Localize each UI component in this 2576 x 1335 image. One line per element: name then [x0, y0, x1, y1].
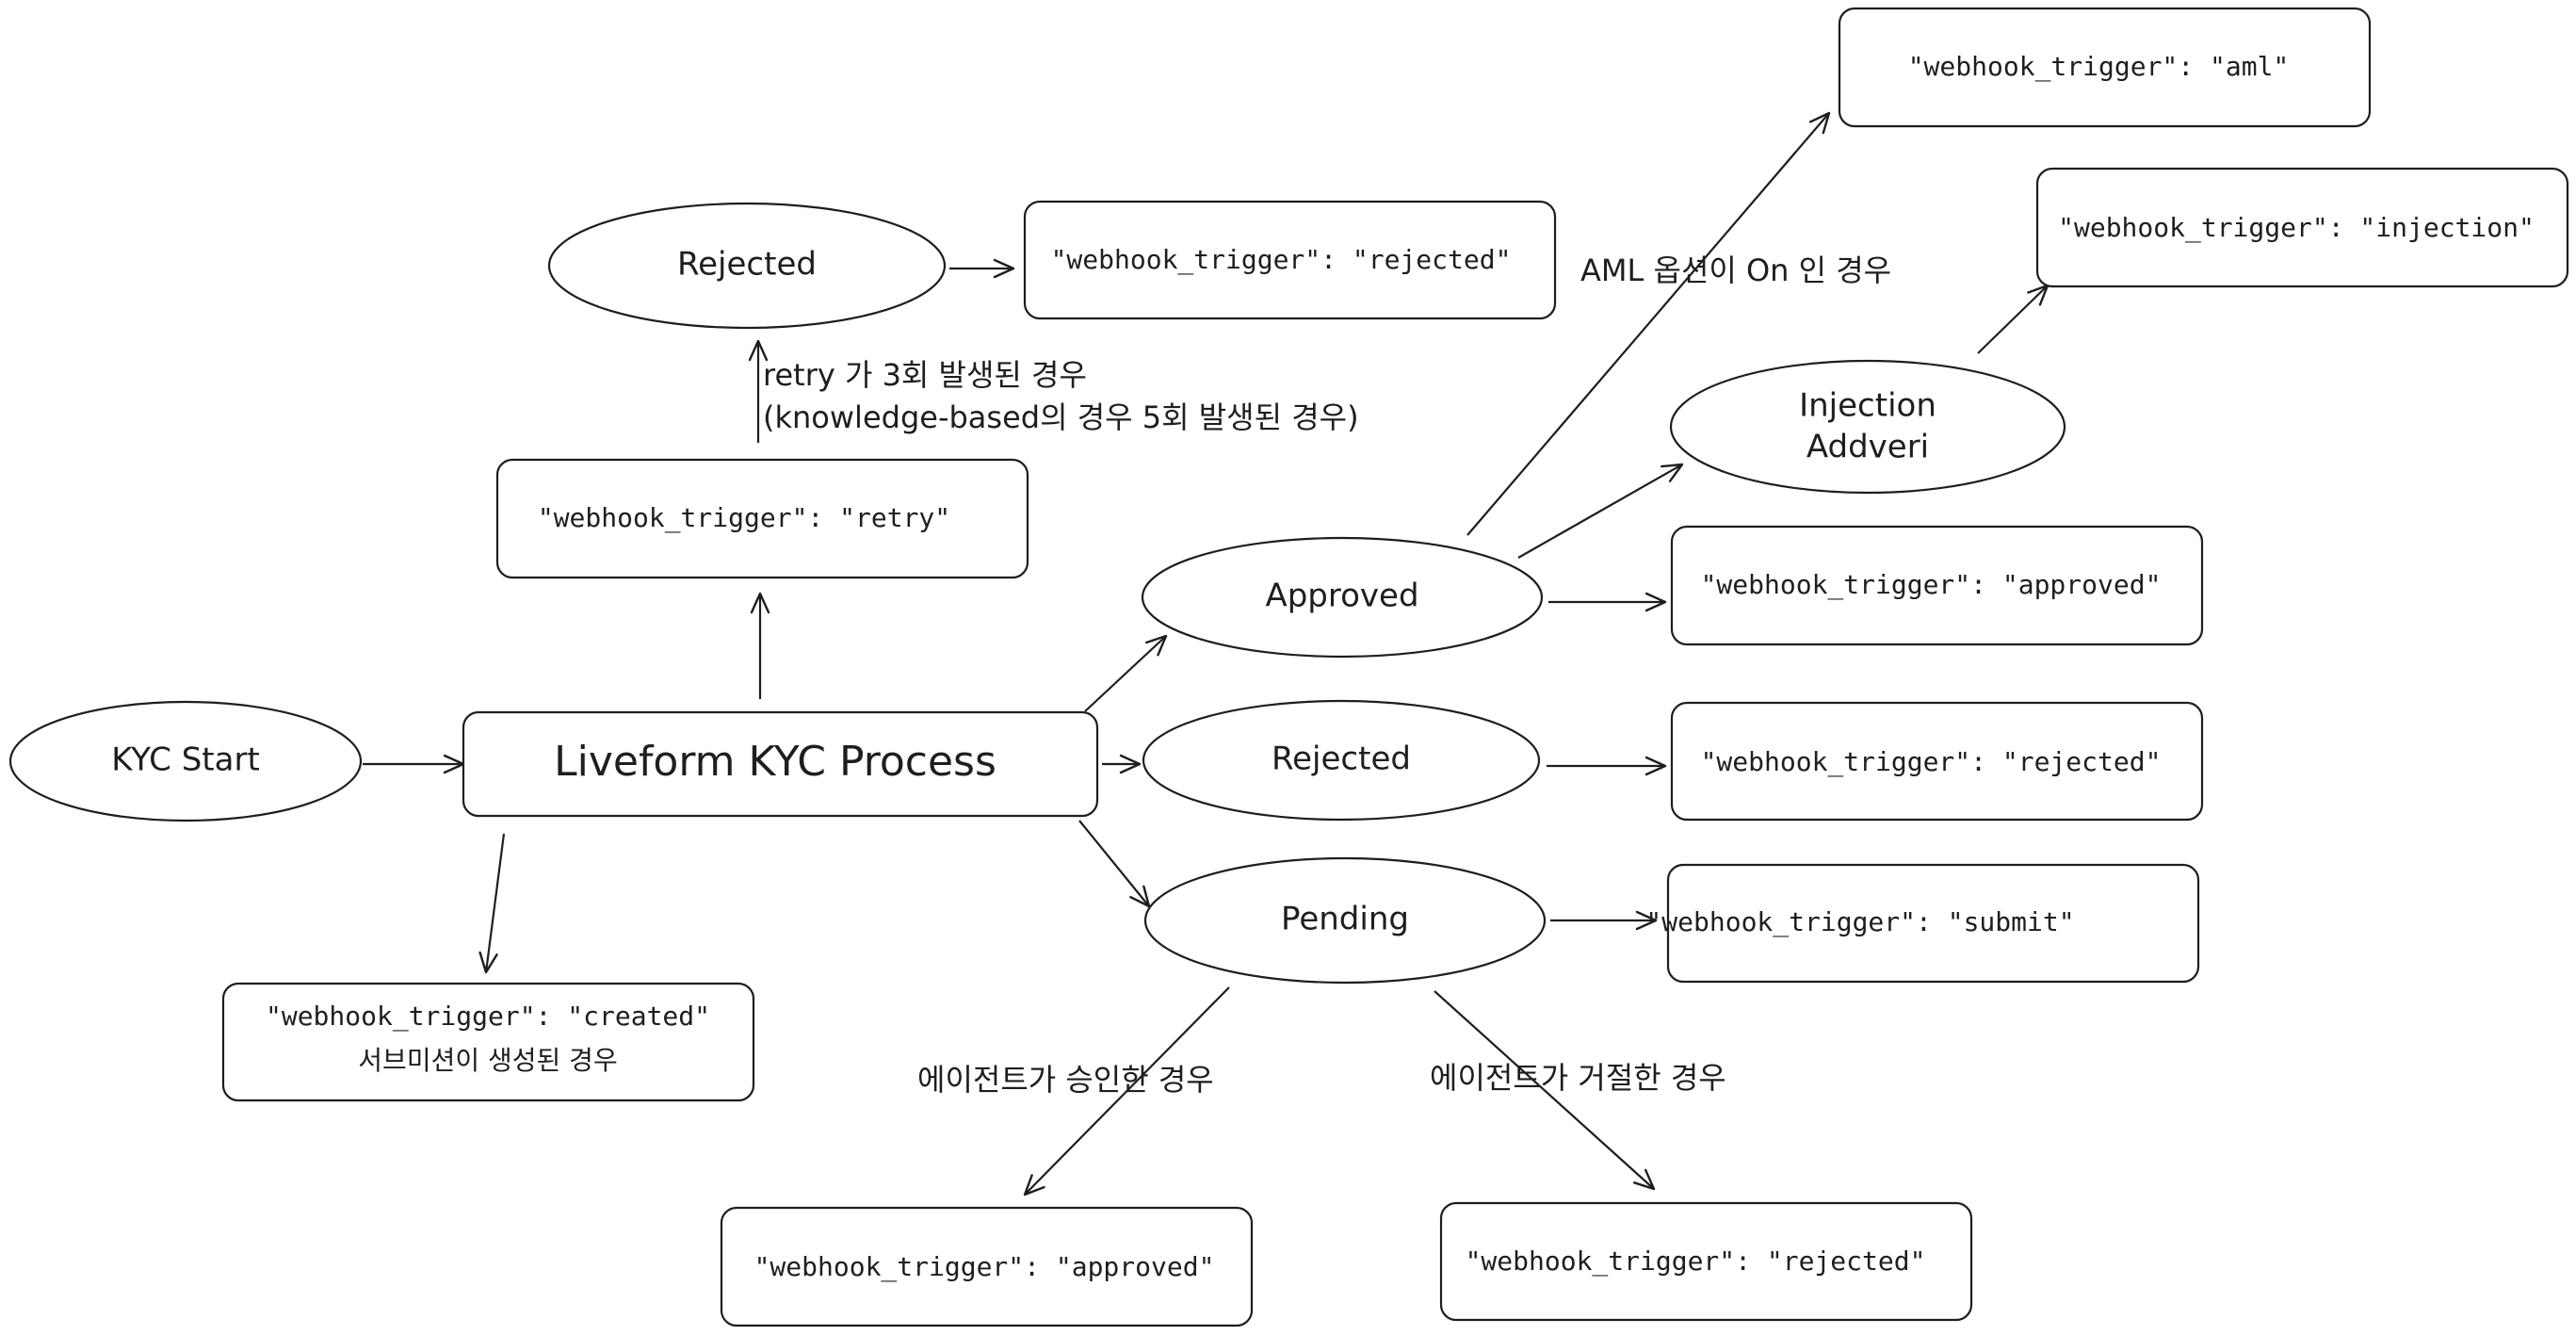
webhook-created-box: "webhook_trigger": "created" 서브미션이 생성된 경…: [221, 982, 755, 1102]
webhook-injection-label: "webhook_trigger": "injection": [2058, 212, 2535, 244]
webhook-agent-rejected-box: "webhook_trigger": "rejected": [1439, 1201, 1973, 1322]
node-approved: Approved: [1141, 536, 1544, 659]
edges: [363, 111, 2049, 1197]
webhook-retry-label: "webhook_trigger": "retry": [538, 502, 950, 534]
node-injection-addveri: Injection Addveri: [1669, 359, 2066, 495]
edge-pending-to-agent-rejected: [1434, 990, 1656, 1191]
edge-process-to-created: [478, 833, 506, 974]
approved-label: Approved: [1265, 578, 1418, 615]
edge-process-to-pending: [1078, 820, 1151, 908]
webhook-approved-label: "webhook_trigger": "approved": [1701, 569, 2162, 601]
edge-injection-to-webhook: [1977, 284, 2049, 354]
agent-approve-label: 에이전트가 승인한 경우: [917, 1062, 1214, 1098]
rejected-mid-label: Rejected: [1272, 741, 1411, 778]
webhook-agent-rejected-label: "webhook_trigger": "rejected": [1466, 1245, 1926, 1278]
process-label: Liveform KYC Process: [554, 738, 996, 786]
kyc-start-label: KYC Start: [111, 741, 260, 779]
edge-pending-to-agent-approved: [1023, 986, 1230, 1197]
webhook-rejected-top-box: "webhook_trigger": "rejected": [1023, 200, 1557, 320]
webhook-rejected-mid-label: "webhook_trigger": "rejected": [1701, 746, 2162, 778]
webhook-agent-approved-label: "webhook_trigger": "approved": [754, 1251, 1215, 1283]
rejected-top-label: Rejected: [677, 246, 817, 284]
retry-condition-line1: retry 가 3회 발생된 경우: [763, 357, 1087, 393]
injection-label-line2: Addveri: [1806, 429, 1929, 466]
webhook-retry-box: "webhook_trigger": "retry": [495, 458, 1029, 579]
webhook-created-caption: 서브미션이 생성된 경우: [358, 1045, 617, 1076]
webhook-approved-box: "webhook_trigger": "approved": [1670, 525, 2204, 646]
node-rejected-mid: Rejected: [1142, 699, 1541, 822]
edge-approved-to-injection: [1517, 463, 1684, 559]
edge-labels: retry 가 3회 발생된 경우 (knowledge-based의 경우 5…: [763, 252, 1891, 1098]
pending-label: Pending: [1281, 901, 1409, 938]
node-rejected-top: Rejected: [547, 202, 947, 330]
aml-condition-label: AML 옵션이 On 인 경우: [1580, 252, 1891, 288]
webhook-aml-box: "webhook_trigger": "aml": [1838, 7, 2372, 128]
node-liveform-kyc-process: Liveform KYC Process: [462, 710, 1099, 818]
injection-label-line1: Injection: [1799, 387, 1936, 425]
webhook-submit-label: "webhook_trigger": "submit": [1645, 906, 2074, 938]
node-pending: Pending: [1143, 856, 1547, 985]
webhook-agent-approved-box: "webhook_trigger": "approved": [720, 1206, 1254, 1327]
webhook-injection-box: "webhook_trigger": "injection": [2035, 167, 2569, 288]
agent-reject-label: 에이전트가 거절한 경우: [1430, 1060, 1726, 1096]
webhook-created-label: "webhook_trigger": "created": [266, 1001, 710, 1033]
node-kyc-start: KYC Start: [8, 700, 363, 822]
webhook-aml-label: "webhook_trigger": "aml": [1908, 51, 2290, 83]
retry-condition-line2: (knowledge-based의 경우 5회 발생된 경우): [763, 399, 1359, 435]
webhook-submit-box: "webhook_trigger": "submit": [1645, 863, 2200, 984]
webhook-rejected-top-label: "webhook_trigger": "rejected": [1051, 244, 1512, 276]
edge-process-to-approved: [1084, 634, 1168, 712]
edge-approved-to-aml: [1466, 111, 1831, 536]
webhook-rejected-mid-box: "webhook_trigger": "rejected": [1670, 701, 2204, 822]
